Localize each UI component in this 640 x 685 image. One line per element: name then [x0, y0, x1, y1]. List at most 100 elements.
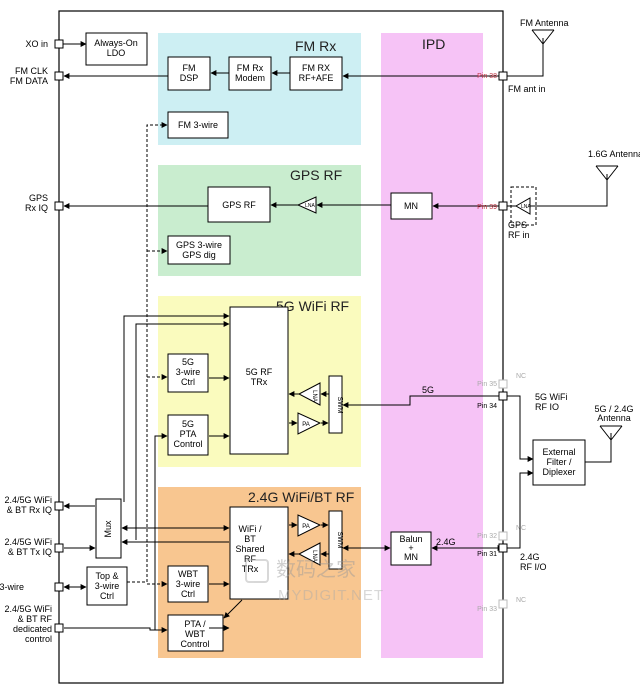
gps-wires [63, 202, 503, 209]
three-wire-bus [127, 122, 168, 587]
pin-39-label: Pin 39 [477, 204, 497, 211]
label-wifi-tx: 2.4/5G WiFi& BT Tx IQ [4, 537, 52, 557]
wifi24-section-title: 2.4G WiFi/BT RF [248, 489, 354, 505]
block-gps-rf [207, 186, 271, 223]
block-wbt-ctrl [167, 565, 209, 603]
block-mux [95, 498, 122, 559]
block-fm-dsp [167, 56, 211, 91]
block-5g-pta [167, 414, 209, 456]
nc-label-1: NC [516, 373, 526, 380]
swm-5g-label: SWM [336, 396, 343, 413]
nc-labels: NC NC NC [516, 373, 526, 604]
block-swm-24 [328, 510, 343, 570]
block-fm-3wire [167, 111, 229, 139]
fm-blocks [85, 32, 343, 139]
watermark-cn: 数码之家 [276, 558, 356, 581]
gps-blocks [167, 186, 433, 265]
pin-gps-rf [498, 201, 508, 211]
mux-label: Mux [103, 520, 113, 538]
block-mn [390, 192, 433, 220]
wifi24-blocks [86, 498, 432, 652]
block-5g-rf-trx [229, 306, 289, 455]
block-pta-wbt [167, 614, 224, 652]
pa-24 [297, 514, 322, 537]
pin-fm-ant [498, 71, 508, 81]
pin-nc-35 [498, 379, 508, 389]
balun-label: Balun+MN [399, 534, 422, 562]
fm-wires [63, 41, 503, 79]
ext-filter-wiring [507, 395, 623, 549]
label-wifi-rx: 2.4/5G WiFi& BT Rx IQ [4, 495, 52, 515]
pin-wifi-tx [54, 543, 64, 553]
wifi5-section-title: 5G WiFi RF [276, 298, 349, 314]
block-5g-3wire-ctrl [167, 353, 209, 393]
block-ext-filter [532, 439, 586, 486]
pin-3wire [54, 582, 64, 592]
pin-xo [54, 39, 64, 49]
label-3wire: 3-wire [0, 582, 24, 592]
pin-24-io [498, 543, 508, 553]
band-5g-label: 5G [422, 385, 434, 395]
right-pins [498, 71, 508, 609]
watermark: 数码之家 MYDIGIT.NET [245, 558, 384, 604]
block-wifibt-trx [229, 506, 289, 600]
nc-label-2: NC [516, 525, 526, 532]
lna-24-label: LNA [311, 550, 317, 562]
mn-label: MN [404, 201, 418, 211]
pin-nc-33 [498, 599, 508, 609]
pin-5g-io [498, 391, 508, 401]
pin-35-label: Pin 35 [477, 381, 497, 388]
band-24-label: 2.4G [436, 537, 456, 547]
block-top3 [86, 566, 128, 606]
pin-nc-32 [498, 531, 508, 541]
label-xo: XO in [25, 39, 48, 49]
pin-32-label: Pin 32 [477, 533, 497, 540]
watermark-en: MYDIGIT.NET [278, 587, 384, 604]
lna-gps [296, 196, 317, 214]
ipd-section-title: IPD [422, 36, 445, 52]
fm-ant-in-label: FM ant in [508, 84, 546, 94]
block-gps-3wire [167, 235, 231, 265]
lna-24 [297, 542, 321, 566]
nc-label-3: NC [516, 597, 526, 604]
gps-antenna-label: 1.6G Antenna [588, 149, 640, 159]
block-swm-5g [328, 375, 343, 434]
pin-fm-clk [54, 71, 64, 81]
pin-33-label: Pin 33 [477, 606, 497, 613]
pin-wifi-rx [54, 501, 64, 511]
block-ldo [85, 32, 148, 66]
swm-24-label: SWM [336, 531, 343, 548]
fm-antenna [507, 29, 555, 77]
lna-5g-label: LNA [311, 390, 317, 402]
fm-3wire-label: FM 3-wire [178, 120, 218, 130]
pin-31-label: Pin 31 [477, 551, 497, 558]
pin-number-labels: Pin 38 Pin 39 Pin 35 Pin 34 Pin 32 Pin 3… [477, 73, 497, 613]
gps-section-title: GPS RF [290, 167, 342, 183]
wifi24-wires [63, 503, 504, 633]
lna-5g [297, 382, 321, 406]
